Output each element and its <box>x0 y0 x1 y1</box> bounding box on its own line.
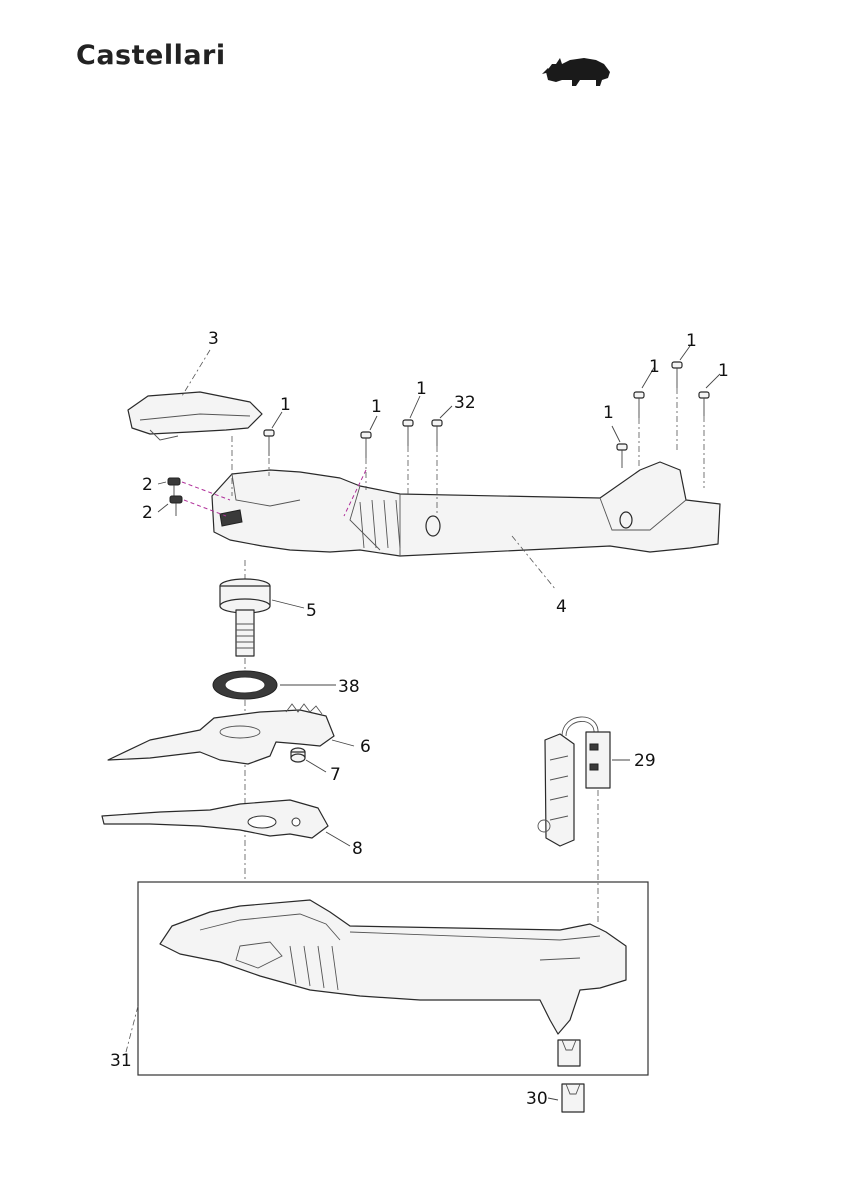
callout-31: 31 <box>110 1051 132 1071</box>
callout-7: 7 <box>330 765 341 785</box>
callout-1: 1 <box>718 361 729 381</box>
callout-1: 1 <box>416 379 427 399</box>
callout-1: 1 <box>371 397 382 417</box>
callout-2: 2 <box>142 503 153 523</box>
callout-8: 8 <box>352 839 363 859</box>
callout-1: 1 <box>280 395 291 415</box>
part-31-lower-housing <box>160 900 626 1034</box>
callout-4: 4 <box>556 597 567 617</box>
part-29-circuit-board <box>538 717 610 846</box>
part-4-upper-housing <box>212 462 720 556</box>
part-8-counter-blade <box>102 800 328 838</box>
callout-1: 1 <box>686 331 697 351</box>
part-38-bearing <box>213 671 277 699</box>
part-7-pin <box>291 748 305 762</box>
callout-30: 30 <box>526 1089 548 1109</box>
callout-38: 38 <box>338 677 360 697</box>
callout-1: 1 <box>649 357 660 377</box>
callout-1: 1 <box>603 403 614 423</box>
callout-2: 2 <box>142 475 153 495</box>
part-5-pivot-bolt <box>220 579 270 656</box>
callout-5: 5 <box>306 601 317 621</box>
part-3-cover <box>128 392 262 440</box>
callout-3: 3 <box>208 329 219 349</box>
part-30-clip-upper <box>558 1040 580 1066</box>
callout-29: 29 <box>634 751 656 771</box>
callout-6: 6 <box>360 737 371 757</box>
callout-32: 32 <box>454 393 476 413</box>
part-30-clip <box>562 1084 584 1112</box>
